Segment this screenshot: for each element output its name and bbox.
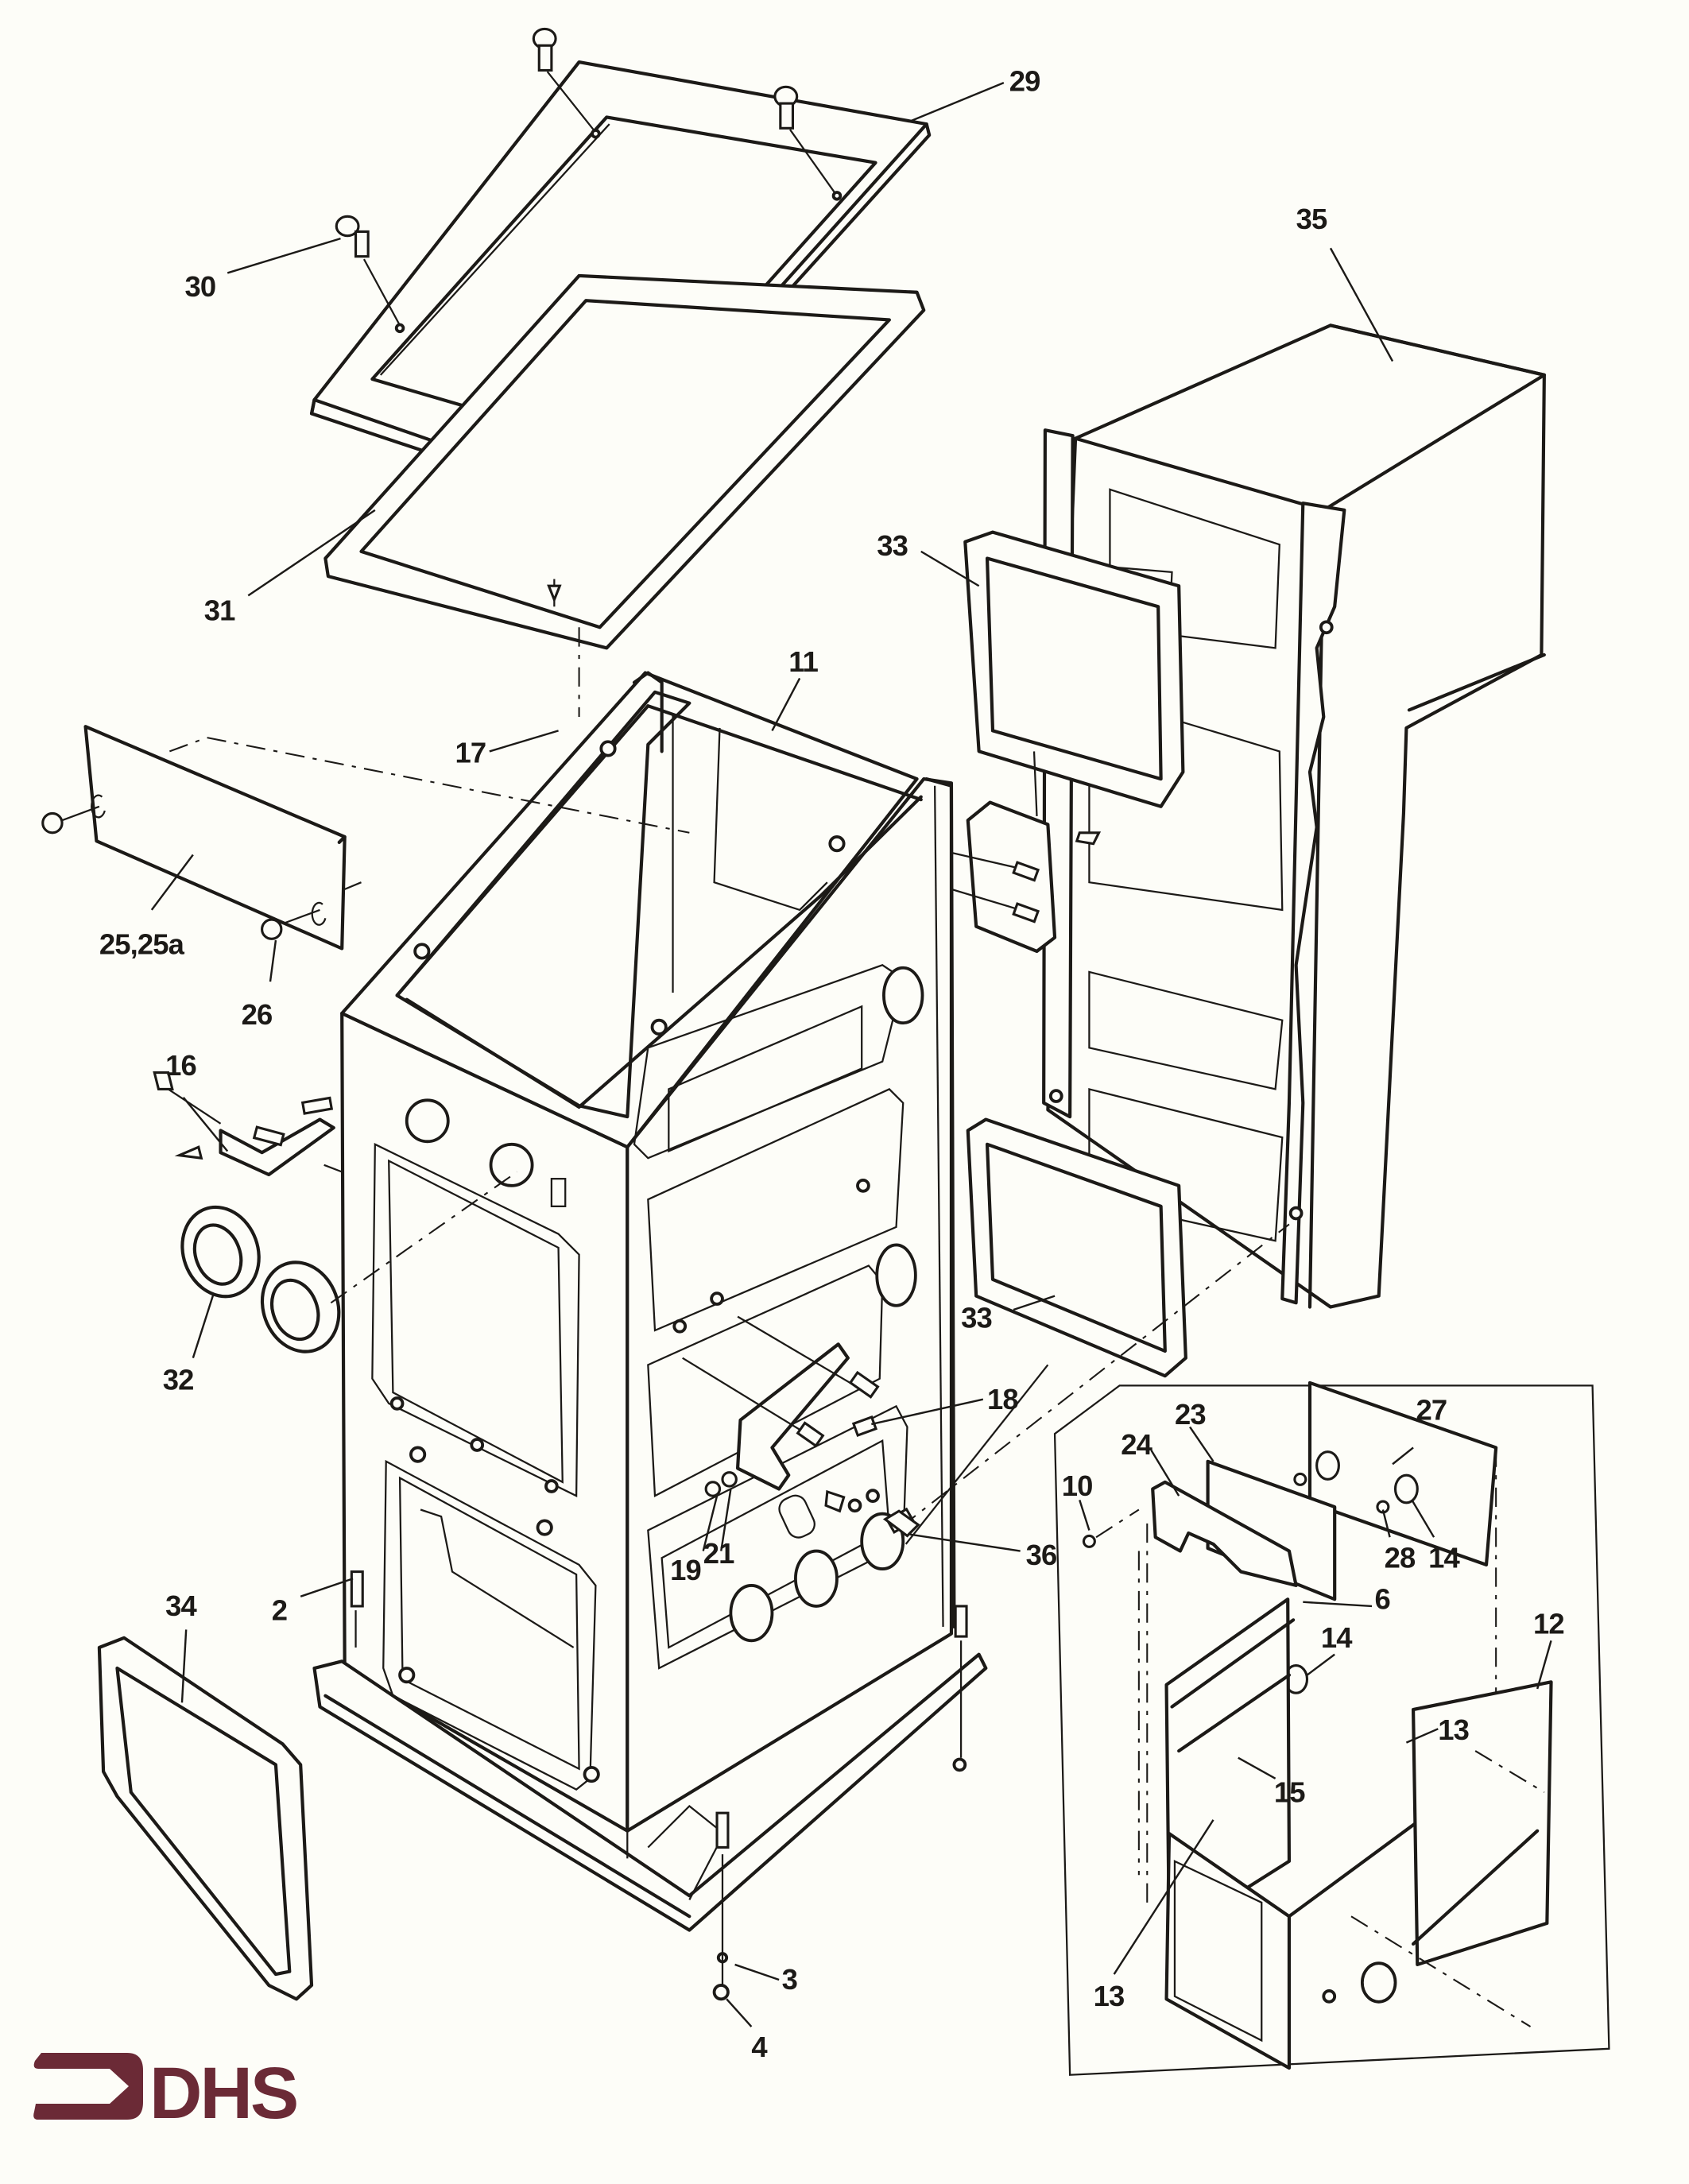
callout-32: 32 [163, 1364, 194, 1396]
callout-28: 28 [1385, 1541, 1416, 1574]
callout-30: 30 [184, 270, 215, 303]
callout-13-right: 13 [1438, 1714, 1469, 1746]
callout-11: 11 [788, 645, 818, 678]
callout-4: 4 [751, 2031, 768, 2063]
callout-14-middle: 14 [1321, 1621, 1353, 1654]
callout-17: 17 [455, 736, 486, 769]
part-34-gasket [97, 1636, 314, 2001]
part-33-upper-gasket [963, 530, 1185, 808]
callout-34: 34 [165, 1590, 197, 1622]
callout-36: 36 [1026, 1539, 1057, 1571]
callout-14-upper: 14 [1428, 1541, 1460, 1574]
part-33-lower-gasket [966, 1117, 1187, 1378]
callout-2: 2 [272, 1593, 287, 1626]
quarter-turn-fastener-icon [773, 85, 838, 196]
part-25-side-panel [41, 725, 690, 951]
callout-23: 23 [1175, 1398, 1206, 1431]
dhs-logo: DHS [33, 2053, 299, 2126]
detail-inset [1053, 1380, 1610, 2076]
callout-25-25a: 25,25a [99, 927, 185, 960]
part-16-bracket [153, 1071, 343, 1177]
assembly-centerline [900, 1223, 1290, 1528]
callout-10: 10 [1062, 1470, 1093, 1502]
quarter-turn-fastener-icon [335, 215, 401, 326]
callout-3: 3 [782, 1963, 797, 1996]
callout-26: 26 [242, 998, 273, 1031]
logo-text: DHS [149, 2053, 296, 2126]
callout-18: 18 [987, 1383, 1018, 1415]
part-11-main-cabinet [340, 671, 956, 1833]
callout-21: 21 [703, 1537, 734, 1570]
callout-6: 6 [1374, 1582, 1389, 1615]
callout-12: 12 [1533, 1608, 1564, 1640]
quarter-turn-fastener-icon [532, 27, 597, 134]
callout-29: 29 [1009, 64, 1040, 97]
callout-33-lower: 33 [961, 1302, 992, 1334]
base-frame [312, 1570, 988, 2001]
callout-19: 19 [670, 1554, 701, 1586]
callout-33-upper: 33 [877, 529, 908, 562]
callout-31: 31 [204, 594, 235, 627]
callout-35: 35 [1296, 203, 1327, 235]
screw-36-icon [882, 1509, 920, 1538]
leader-lines [150, 81, 1552, 2027]
callout-15: 15 [1274, 1775, 1305, 1808]
callout-labels: 29 35 30 31 33 11 17 25,25a 26 16 32 33 … [99, 64, 1565, 2063]
callout-16: 16 [165, 1049, 196, 1082]
part-31-gasket [323, 273, 926, 650]
callout-13-lower: 13 [1094, 1980, 1125, 2012]
arrow-logo-icon [33, 2053, 143, 2120]
part-35-rear-housing [1042, 323, 1546, 1309]
part-32-grommets [180, 1171, 518, 1353]
callout-27: 27 [1416, 1394, 1447, 1427]
callout-24: 24 [1121, 1428, 1152, 1461]
